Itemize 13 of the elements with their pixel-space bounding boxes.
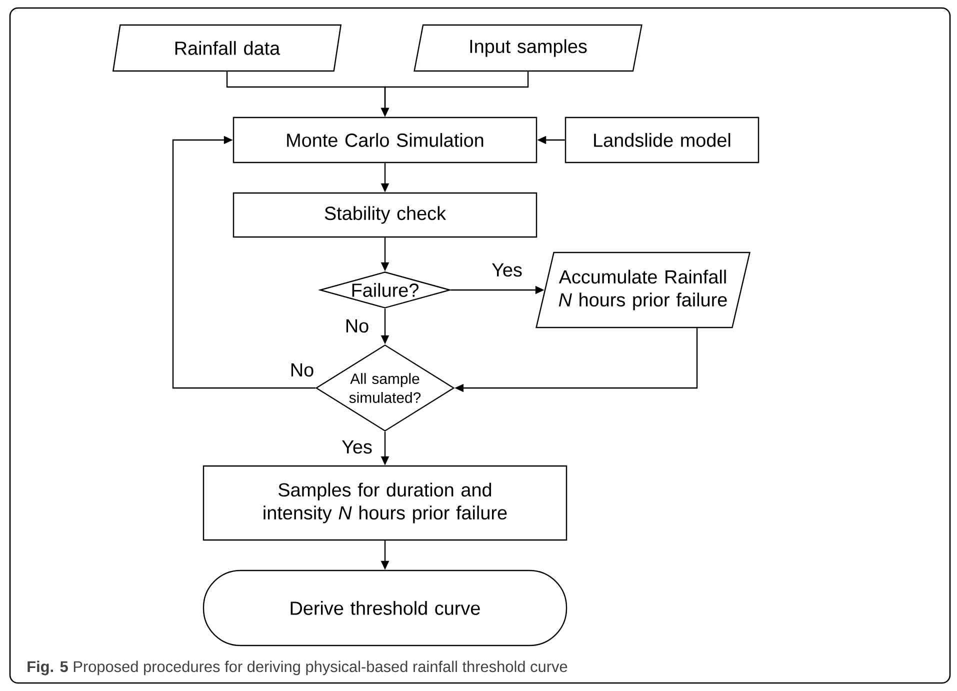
figure-caption: Fig. 5 Proposed procedures for deriving physical-based rainfall threshold curve <box>28 660 568 676</box>
process-box: Samples for duration and intensity N hours prior failure <box>202 465 568 541</box>
arrow <box>172 136 316 389</box>
process-box: Monte Carlo Simulation <box>232 116 538 164</box>
process-box: Landslide model <box>564 116 760 164</box>
edge-label: Yes <box>340 439 374 455</box>
process-box: Stability check <box>232 192 538 238</box>
edge-label: No <box>344 318 370 334</box>
edge-label: Yes <box>490 262 524 278</box>
terminal-box: Derive threshold curve <box>202 570 568 646</box>
data-parallelogram: Accumulate Rainfall N hours prior failure <box>536 252 750 328</box>
data-parallelogram: Input samples <box>414 24 642 72</box>
edge-label: No <box>288 362 316 378</box>
